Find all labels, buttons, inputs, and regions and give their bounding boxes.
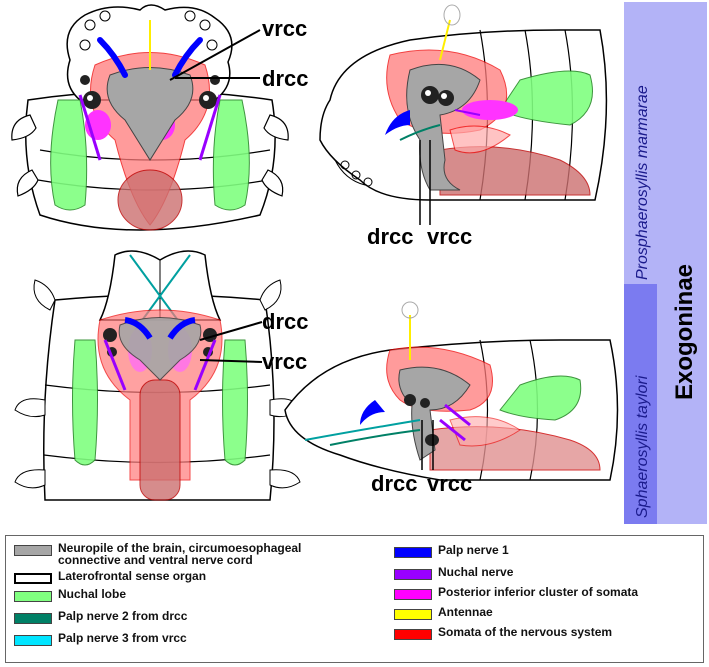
taxonomy-panel: Prosphaerosyllis marmarae Sphaerosyllis …: [624, 2, 707, 524]
legend-swatch: [394, 569, 432, 580]
legend-swatch: [394, 609, 432, 620]
legend-label: Palp nerve 1: [438, 543, 509, 557]
legend-swatch: [14, 635, 52, 646]
dorsal-view-top: [11, 4, 289, 231]
legend-label: Posterior inferior cluster of somata: [438, 585, 639, 599]
legend-item-neuropile: Neuropile of the brain, circumoesophagea…: [14, 542, 354, 566]
legend-swatch: [394, 547, 432, 558]
subfamily-label: Exogoninae: [671, 264, 698, 400]
dorsal-view-bottom: [14, 250, 301, 501]
legend-item-antennae: Antennae: [394, 606, 493, 620]
legend-item-posterior-cluster: Posterior inferior cluster of somata: [394, 586, 638, 600]
drcc-label-bottom-left: drcc: [262, 309, 308, 334]
vrcc-label-top-right: vrcc: [427, 224, 472, 249]
legend: Neuropile of the brain, circumoesophagea…: [5, 535, 704, 663]
legend-item-palp-nerve-2: Palp nerve 2 from drcc: [14, 610, 187, 624]
legend-item-palp-nerve-3: Palp nerve 3 from vrcc: [14, 632, 187, 646]
legend-swatch: [394, 629, 432, 640]
vrcc-label-bottom-right: vrcc: [427, 471, 472, 496]
legend-label: Nuchal nerve: [438, 565, 514, 579]
lateral-view-bottom: [284, 301, 619, 481]
species-label-top: Prosphaerosyllis marmarae: [634, 85, 651, 280]
legend-swatch: [394, 589, 432, 600]
drcc-label-bottom-right: drcc: [371, 471, 417, 496]
anatomy-diagram: vrcc drcc drcc vrcc: [11, 2, 707, 524]
species-label-bottom: Sphaerosyllis taylori: [634, 375, 651, 518]
legend-item-somata: Somata of the nervous system: [394, 626, 612, 640]
legend-item-laterofrontal: Laterofrontal sense organ: [14, 570, 206, 584]
legend-label: Laterofrontal sense organ: [58, 569, 207, 583]
lateral-view-top: [319, 4, 608, 201]
legend-label: Palp nerve 2 from drcc: [58, 609, 188, 623]
legend-label: Somata of the nervous system: [438, 625, 613, 639]
vrcc-label-bottom-left: vrcc: [262, 349, 307, 374]
legend-label: Nuchal lobe: [58, 587, 127, 601]
legend-label: Antennae: [438, 605, 493, 619]
vrcc-label-top-left: vrcc: [262, 16, 307, 41]
legend-swatch: [14, 573, 52, 584]
legend-item-nuchal-nerve: Nuchal nerve: [394, 566, 513, 580]
legend-swatch: [14, 613, 52, 624]
legend-label: Palp nerve 3 from vrcc: [58, 631, 187, 645]
legend-label: Neuropile of the brain, circumoesophagea…: [58, 541, 302, 567]
legend-item-nuchal-lobe: Nuchal lobe: [14, 588, 126, 602]
legend-swatch: [14, 591, 52, 602]
drcc-label-top-right: drcc: [367, 224, 413, 249]
legend-item-palp-nerve-1: Palp nerve 1: [394, 544, 509, 558]
legend-swatch: [14, 545, 52, 556]
drcc-label-top-left: drcc: [262, 66, 308, 91]
